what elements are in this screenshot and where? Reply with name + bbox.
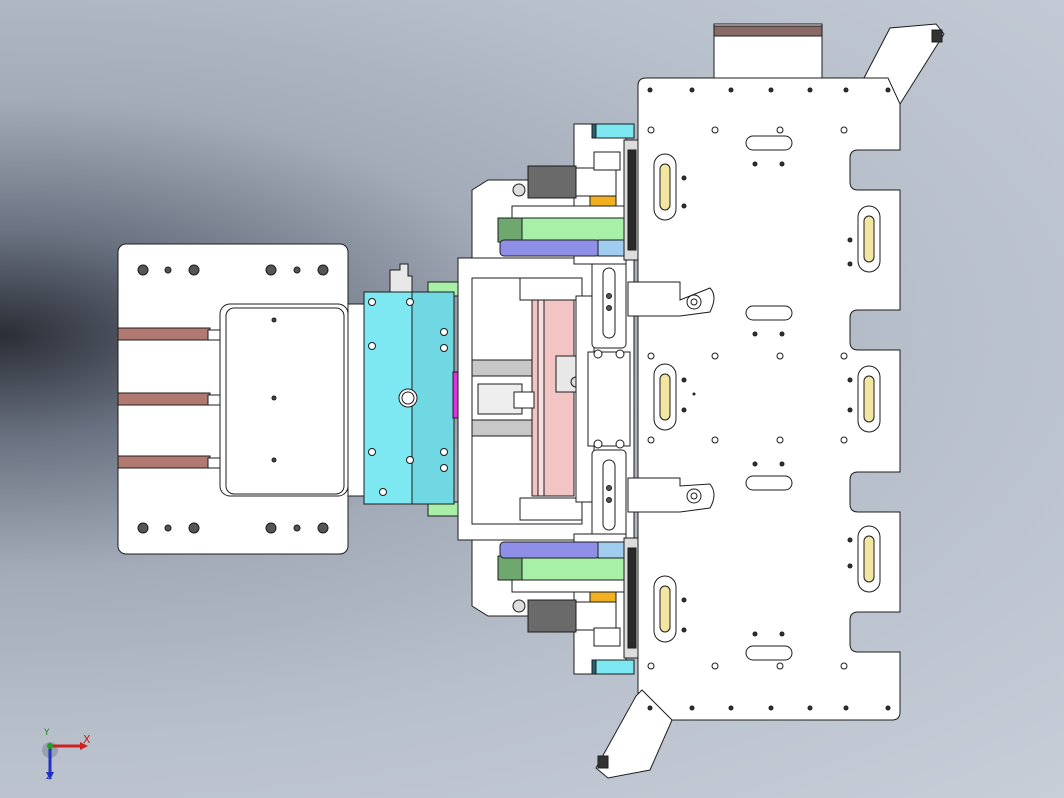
top-flap bbox=[863, 23, 945, 106]
yellow-wheels bbox=[653, 153, 881, 643]
right-main-plate bbox=[637, 77, 901, 721]
upper-grey-block bbox=[527, 165, 577, 199]
upper-purple-roller bbox=[499, 239, 601, 257]
lower-cyan-strip bbox=[591, 659, 635, 675]
lower-arm bbox=[627, 477, 715, 513]
left-plate-holes bbox=[137, 264, 329, 534]
lower-purple-roller bbox=[499, 541, 601, 559]
plate-slots bbox=[745, 135, 793, 661]
x-axis-label: X bbox=[83, 733, 91, 746]
left-window bbox=[219, 303, 349, 497]
y-axis-label: Y bbox=[44, 728, 50, 738]
upper-orange-part bbox=[589, 195, 617, 207]
z-axis-label: Z bbox=[46, 772, 53, 782]
magenta-strip bbox=[452, 371, 459, 419]
lower-grey-block bbox=[527, 599, 577, 633]
bottom-flap bbox=[595, 689, 673, 779]
plate-holes bbox=[647, 126, 848, 670]
coordinate-triad: X Y Z bbox=[38, 728, 102, 790]
cyan-block-screws bbox=[368, 298, 448, 496]
lower-orange-part bbox=[589, 591, 617, 603]
upper-cyan-strip bbox=[591, 123, 635, 139]
top-fitting bbox=[389, 263, 413, 293]
triad-arrows bbox=[42, 742, 88, 780]
left-rails bbox=[117, 327, 223, 469]
